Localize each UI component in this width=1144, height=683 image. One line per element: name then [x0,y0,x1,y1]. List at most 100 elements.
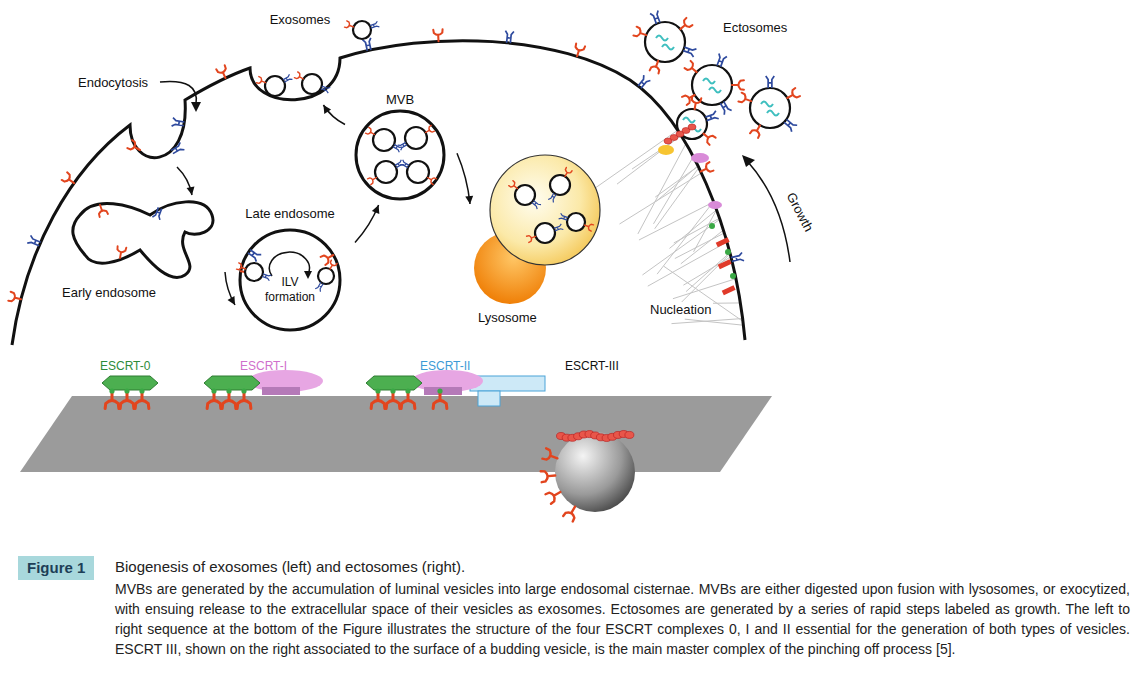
marker-stroke [105,391,119,409]
marker-stroke [400,160,410,169]
cargo [662,45,674,50]
marker-stroke [785,88,800,102]
receptor-marker [294,72,305,82]
actin-filament [593,130,678,189]
actin-filament [648,242,727,286]
receptor-marker [96,203,108,217]
marker-stroke [257,77,267,86]
marker-stroke [62,172,77,187]
cargo [761,102,773,107]
cargo [683,118,695,123]
cargo [703,79,715,84]
vesicle [677,109,707,139]
receptor-marker [222,391,236,409]
arrow-head [465,196,473,204]
vesicle [265,76,285,96]
receptor-marker [690,97,701,110]
antibody-marker [766,76,775,88]
actin-filament [638,144,686,234]
early-endosome-shape [73,202,213,278]
marker-stroke [633,27,647,40]
antibody-marker [392,143,402,152]
marker-stroke [315,281,324,291]
marker-stroke [718,100,731,115]
node-label: Late endosome [235,206,345,221]
node-label: Exosomes [245,12,355,27]
antibody-marker [682,45,696,57]
arrow-line [323,105,345,125]
budding-vesicle [555,432,635,512]
vesicle [750,88,790,128]
marker-stroke [715,54,727,68]
marker-stroke [732,80,744,89]
antibody-marker [398,141,408,150]
antibody-marker [170,142,185,155]
receptor-marker [527,233,537,242]
ubiquitin-dot [405,388,410,393]
antibody-marker [504,31,514,44]
marker-stroke [699,162,714,176]
diagram-node: Exosomes [245,10,357,105]
marker-stroke [320,85,330,94]
process-label: Growth [783,188,818,236]
arrow-head [742,155,755,167]
receptor-marker [120,391,134,409]
diagram-node: Late endosomeILV formation [235,205,355,330]
escrt-2-complex [478,391,500,406]
marker-stroke [730,253,744,264]
receptor-marker [700,130,715,145]
marker-stroke [27,235,41,248]
vesicle [375,161,397,183]
marker-stroke [542,448,559,463]
marker-stroke [237,391,251,409]
marker-stroke [509,181,520,191]
receptor-marker [257,77,267,86]
antibody-marker [282,74,292,83]
receptor-marker [368,175,379,185]
marker-stroke [222,391,236,409]
receptor-marker [545,487,563,504]
actin-filament [620,173,702,224]
marker-stroke [386,391,400,409]
diagram-node: Endocytosis [75,72,195,167]
receptor-marker [401,391,415,409]
receptor-marker [685,61,700,76]
marker-stroke [562,167,572,178]
receptor-marker [127,140,142,154]
nucleation-factor [691,153,709,163]
actin-filament [681,230,724,264]
ubiquitin-dot [124,388,129,393]
marker-stroke [783,118,798,132]
vesicles-and-receptors [8,11,800,522]
nucleation-dot [725,249,731,255]
node-label: Ectosomes [723,20,787,35]
actin-filament [694,210,717,252]
antibody-marker [400,160,410,169]
marker-stroke [294,72,305,82]
antibody-marker [715,54,727,68]
marker-stroke [685,61,700,76]
marker-stroke [573,44,585,58]
receptor-marker [583,222,593,231]
antibody-marker [559,213,569,222]
marker-stroke [282,74,292,83]
marker-stroke [398,141,408,150]
actin-filament [683,257,730,285]
escrt-0-complex [366,376,422,390]
process-label: Nucleation [648,302,713,317]
marker-stroke [368,175,379,185]
vesicle [405,127,427,149]
marker-stroke [750,123,764,138]
marker-stroke [116,246,127,259]
marker-stroke [650,11,662,25]
nucleation-factor [722,285,736,295]
receptor-marker [105,391,119,409]
receptor-marker [750,123,764,138]
arrow-head [304,271,312,279]
antibody-marker [730,253,744,264]
process-arrow [355,205,379,243]
nucleation-factor [708,201,722,209]
receptor-marker [62,172,77,187]
marker-stroke [327,260,337,271]
